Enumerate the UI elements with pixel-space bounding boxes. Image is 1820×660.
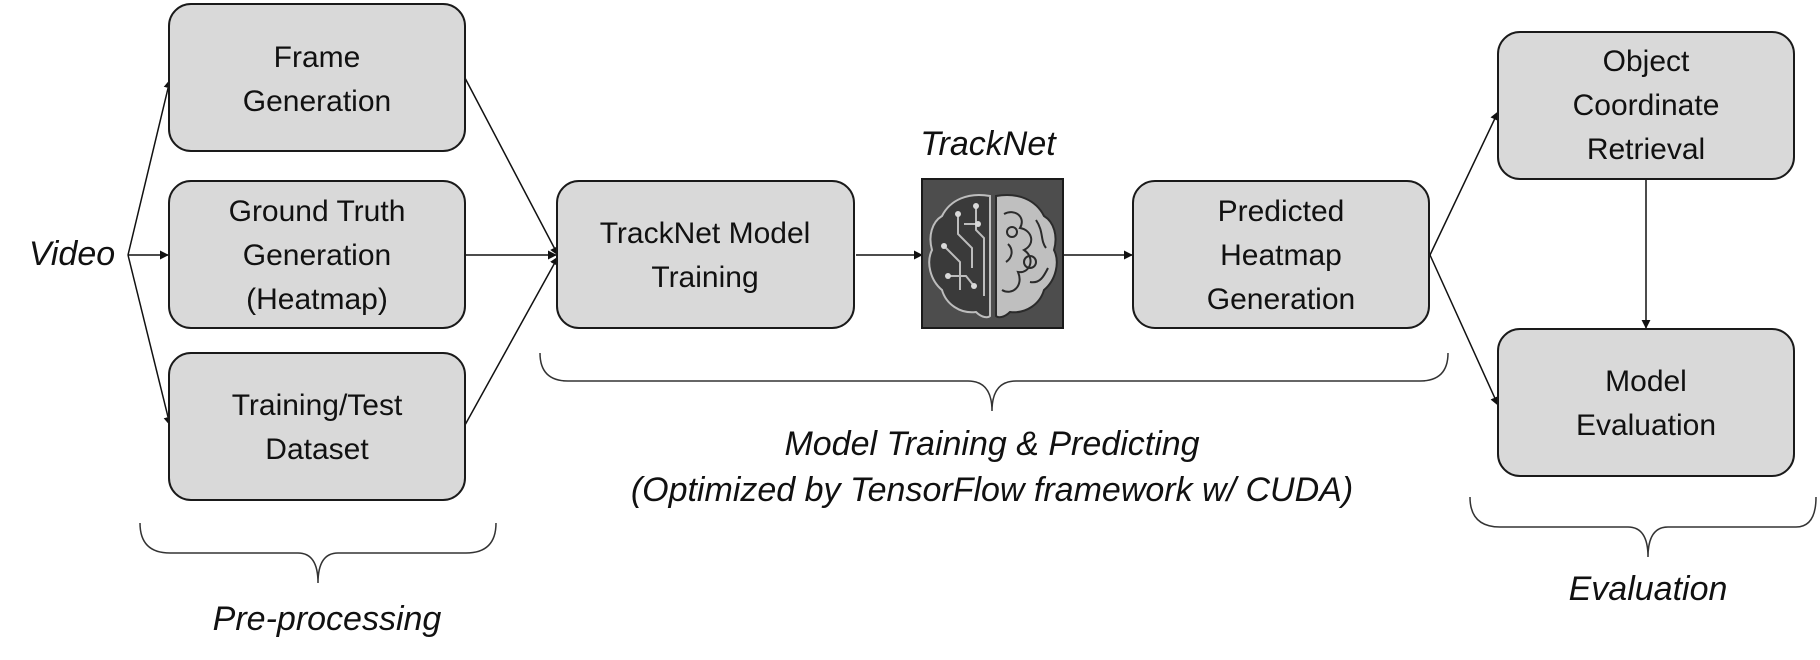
coordinate-line-2: Coordinate [1573,89,1720,122]
training-brace [539,352,1449,412]
dataset-line-1: Training/Test [232,389,403,422]
frame-generation-box: Frame Generation [168,3,466,152]
brain-circuit-icon [921,178,1064,329]
evaluation-line-1: Model [1605,365,1687,398]
ground-truth-line-1: Ground Truth [229,195,406,228]
ground-truth-generation-box: Ground Truth Generation (Heatmap) [168,180,466,329]
model-training-line-1: TrackNet Model [600,217,811,250]
preprocessing-brace [139,522,497,584]
preprocessing-caption: Pre-processing [213,600,442,638]
frame-generation-line-2: Generation [243,85,391,118]
tracknet-model-training-box: TrackNet Model Training [556,180,855,329]
training-caption-line-2: (Optimized by TensorFlow framework w/ CU… [631,471,1353,509]
dataset-line-2: Dataset [265,433,369,466]
heatmap-line-1: Predicted [1218,195,1345,228]
heatmap-line-3: Generation [1207,283,1355,316]
evaluation-brace [1469,496,1817,558]
training-test-dataset-box: Training/Test Dataset [168,352,466,501]
edge-video-to-frame [127,79,173,256]
frame-generation-line-1: Frame [274,41,361,74]
coordinate-line-3: Retrieval [1587,133,1705,166]
video-input-label: Video [29,235,115,273]
training-caption-line-1: Model Training & Predicting [784,425,1199,463]
edge-heatmap-to-evaluation [1429,254,1499,406]
edge-dataset-to-training [464,256,559,426]
coordinate-line-1: Object [1603,45,1690,78]
tracknet-label: TrackNet [920,125,1057,163]
object-coordinate-retrieval-box: Object Coordinate Retrieval [1497,31,1795,180]
predicted-heatmap-generation-box: Predicted Heatmap Generation [1132,180,1430,329]
model-training-line-2: Training [651,261,758,294]
ground-truth-line-2: Generation [243,239,391,272]
model-evaluation-box: Model Evaluation [1497,328,1795,477]
evaluation-caption: Evaluation [1569,570,1728,608]
heatmap-line-2: Heatmap [1220,239,1342,272]
edge-frame-to-training [464,77,559,256]
edge-video-to-dataset [127,254,173,426]
edge-heatmap-to-coordinates [1429,111,1499,256]
evaluation-line-2: Evaluation [1576,409,1716,442]
ground-truth-line-3: (Heatmap) [246,283,388,316]
